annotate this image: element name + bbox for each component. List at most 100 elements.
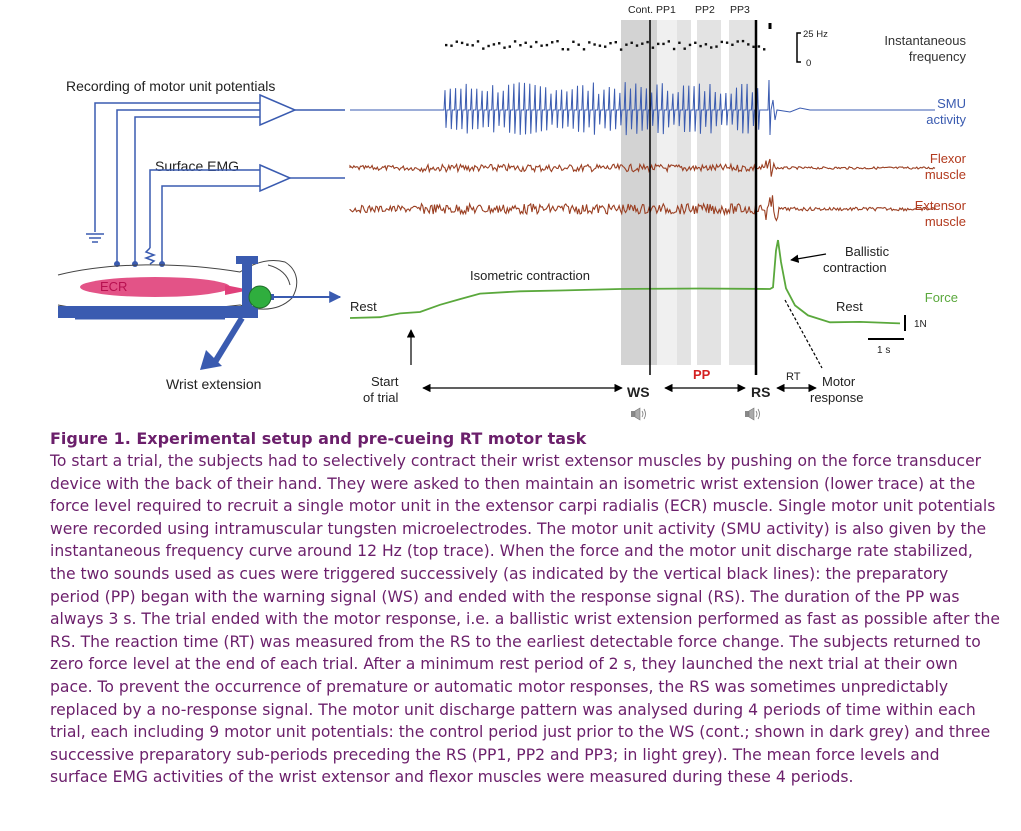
frequency-dot [731,43,734,46]
frequency-dot [482,47,485,50]
caption-body: To start a trial, the subjects had to se… [50,452,1000,787]
instantaneous-frequency-trace [445,39,766,51]
frequency-dot [741,39,745,43]
frequency-dot [540,44,543,47]
frequency-dot [455,40,458,43]
period-pp3-band [729,20,756,365]
frequency-dot [561,48,564,51]
wrist-extension-label: Wrist extension [166,376,261,392]
frequency-dot [498,42,501,45]
frequency-dot [492,43,496,46]
emg-label: Surface EMG [155,158,239,174]
frequency-dot [704,43,708,46]
frequency-dot [476,40,480,43]
recording-label: Recording of motor unit potentials [66,78,275,94]
frequency-dot [551,41,554,44]
frequency-dot [545,43,549,47]
time-scale-label: 1 s [877,345,890,356]
frequency-dot [445,43,448,47]
frequency-dot [683,47,686,50]
start-label-line2: of trial [363,390,399,405]
frequency-dot [651,46,655,49]
frequency-dot [471,44,474,47]
frequency-dot [667,40,670,43]
rs-label: RS [751,384,770,400]
rt-dashed-line [784,299,823,369]
frequency-dot [736,40,739,43]
freq-label-line2: frequency [909,49,967,64]
frequency-dot [556,40,559,43]
frequency-dot [625,43,628,46]
frequency-dot [450,44,453,47]
frequency-dot [593,43,596,46]
motor-label-line2: response [810,390,863,405]
frequency-dot [582,48,586,51]
frequency-scale-bar [796,32,801,63]
frequency-dot [614,41,617,44]
experimental-setup-figure: Cont. PP1 PP2 PP3 25 Hz 0 Instantaneous … [57,4,967,421]
frequency-dot [535,40,538,44]
ws-label: WS [627,384,650,400]
frequency-dot [635,44,639,47]
force-label: Force [925,290,958,305]
period-label-cont: Cont. [628,4,653,16]
frequency-dot [678,41,681,44]
extensor-label-line2: muscle [925,214,966,229]
frequency-dot [694,41,697,44]
rest-left-label: Rest [350,299,377,314]
period-cont-band [621,20,657,365]
frequency-dot [508,45,511,48]
caption-title: Figure 1. Experimental setup and pre-cue… [50,429,587,448]
frequency-dot [662,42,665,46]
frequency-dot [699,44,702,48]
frequency-dot [566,48,570,51]
frequency-dot [688,43,692,47]
frequency-dot [619,48,623,51]
extensor-label-line1: Extensor [915,198,967,213]
force-scale-label: 1N [914,319,927,330]
frequency-dot [519,44,522,47]
motor-label-line1: Motor [822,374,856,389]
frequency-dot [604,45,607,48]
frequency-dot [646,40,649,44]
ballistic-arrow [790,253,827,263]
frequency-dot [572,40,575,43]
wrist-extension-arrow [212,316,245,364]
extensor-emg-trace [349,195,936,222]
frequency-dot [715,45,718,48]
rt-label: RT [786,371,801,383]
freq-label-line1: Instantaneous [884,33,966,48]
frequency-dot [710,46,713,49]
frequency-dot [763,48,766,51]
flexor-label-line2: muscle [925,167,966,182]
ground-icon [86,233,104,243]
smu-label-line2: activity [926,112,966,127]
frequency-dot [672,47,676,51]
smu-label-line1: SMU [937,96,966,111]
frequency-dot [524,41,527,44]
ecr-label: ECR [100,279,127,294]
frequency-scale-bottom: 0 [806,58,811,69]
frequency-dot [529,45,533,48]
rest-right-label: Rest [836,299,863,314]
smu-activity-trace [350,79,935,136]
frequency-dot [609,42,612,45]
flexor-label-line1: Flexor [930,151,967,166]
frequency-dot [630,41,633,44]
flexor-emg-trace [349,158,936,177]
frequency-dot [513,40,517,43]
rs-speaker-icon [745,407,760,421]
ws-speaker-icon [631,407,646,421]
smu-amplifier [259,93,297,127]
frequency-dot [641,42,644,45]
period-pp1-band [657,20,677,365]
force-trace [349,239,901,325]
wrist-extension-arrowhead [200,350,222,370]
frequency-dot [503,46,506,49]
period-pp2-band [697,20,721,365]
period-pp1-band-b [677,20,691,365]
frequency-dot [657,42,660,46]
frequency-dot [720,40,723,44]
frequency-dot [460,41,464,45]
period-label-pp1: PP1 [656,4,676,16]
